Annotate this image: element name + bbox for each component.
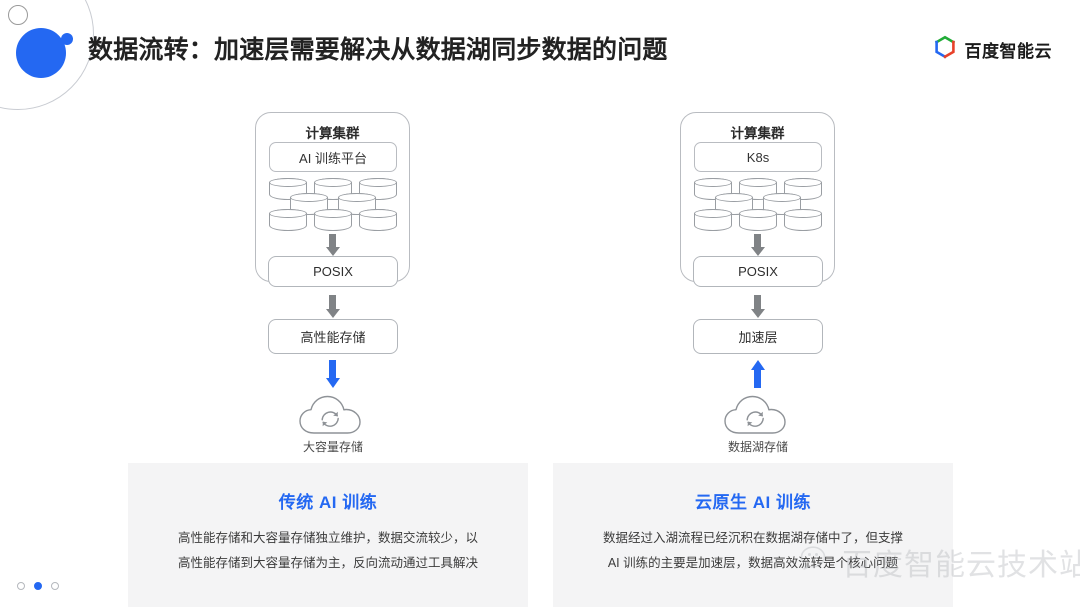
summary-panel-traditional: 传统 AI 训练 高性能存储和大容量存储独立维护，数据交流较少，以 高性能存储到… [128, 463, 528, 607]
platform-node: K8s [694, 142, 822, 172]
arrow-posix-to-storage [325, 295, 340, 318]
compute-cluster-title: 计算集群 [305, 126, 360, 141]
summary-line: 高性能存储和大容量存储独立维护，数据交流较少，以 [177, 531, 478, 545]
cloud-storage-caption: 大容量存储 [302, 440, 363, 454]
pagination-dot-3[interactable] [51, 582, 59, 590]
database-cylinder-icon [268, 208, 307, 231]
pagination-dot-1[interactable] [17, 582, 25, 590]
summary-panel-cloud-native: 云原生 AI 训练 数据经过入湖流程已经沉积在数据湖存储中了，但支撑 AI 训练… [553, 463, 953, 607]
platform-node: AI 训练平台 [269, 142, 397, 172]
posix-node: POSIX [268, 256, 398, 287]
arrow-storage-to-cloud-down [325, 360, 340, 388]
cloud-storage-icon [297, 391, 369, 439]
diagram-column-cloud-native: 计算集群 K8s [553, 108, 953, 458]
database-cylinder-icon [337, 192, 376, 215]
storage-node: 高性能存储 [268, 319, 398, 354]
arrow-cloud-to-storage-up [750, 360, 765, 388]
cloud-storage-icon [722, 391, 794, 439]
diagram-column-traditional: 计算集群 AI 训练平台 [128, 108, 528, 458]
decorative-ring-outline [8, 5, 28, 25]
arrow-posix-to-storage [750, 295, 765, 318]
summary-line: 数据经过入湖流程已经沉积在数据湖存储中了，但支撑 [602, 531, 903, 545]
database-row [268, 208, 397, 232]
brand-name: 百度智能云 [964, 42, 1052, 61]
summary-panel-body: 高性能存储和大容量存储独立维护，数据交流较少，以 高性能存储到大容量存储为主，反… [128, 526, 528, 576]
summary-panel-title: 传统 AI 训练 [278, 493, 378, 512]
summary-line: 高性能存储到大容量存储为主，反向流动通过工具解决 [177, 556, 478, 570]
summary-panel-body: 数据经过入湖流程已经沉积在数据湖存储中了，但支撑 AI 训练的主要是加速层，数据… [553, 526, 953, 576]
page-title: 数据流转：加速层需要解决从数据湖同步数据的问题 [88, 36, 668, 64]
compute-cluster-title: 计算集群 [730, 126, 785, 141]
posix-node: POSIX [693, 256, 823, 287]
baidu-cloud-hexagon-icon [932, 34, 958, 65]
arrow-cluster-to-posix [750, 234, 765, 256]
database-cylinder-icon [738, 208, 777, 231]
decorative-dot-small [61, 33, 73, 45]
database-cylinder-icon [313, 208, 352, 231]
database-cylinder-icon [783, 208, 822, 231]
decorative-dot-large [16, 28, 66, 78]
summary-line: AI 训练的主要是加速层，数据高效流转是个核心问题 [607, 556, 899, 570]
cloud-storage-caption: 数据湖存储 [727, 440, 788, 454]
database-cylinder-icon [358, 208, 397, 231]
brand-logo: 百度智能云 [932, 34, 1053, 65]
pagination-dots[interactable] [17, 582, 59, 590]
database-cylinder-icon [693, 208, 732, 231]
storage-node: 加速层 [693, 319, 823, 354]
database-cylinder-grid [268, 177, 397, 232]
arrow-cluster-to-posix [325, 234, 340, 256]
database-row [693, 208, 822, 232]
summary-panel-title: 云原生 AI 训练 [695, 493, 811, 512]
database-cylinder-grid [693, 177, 822, 232]
pagination-dot-2[interactable] [34, 582, 42, 590]
